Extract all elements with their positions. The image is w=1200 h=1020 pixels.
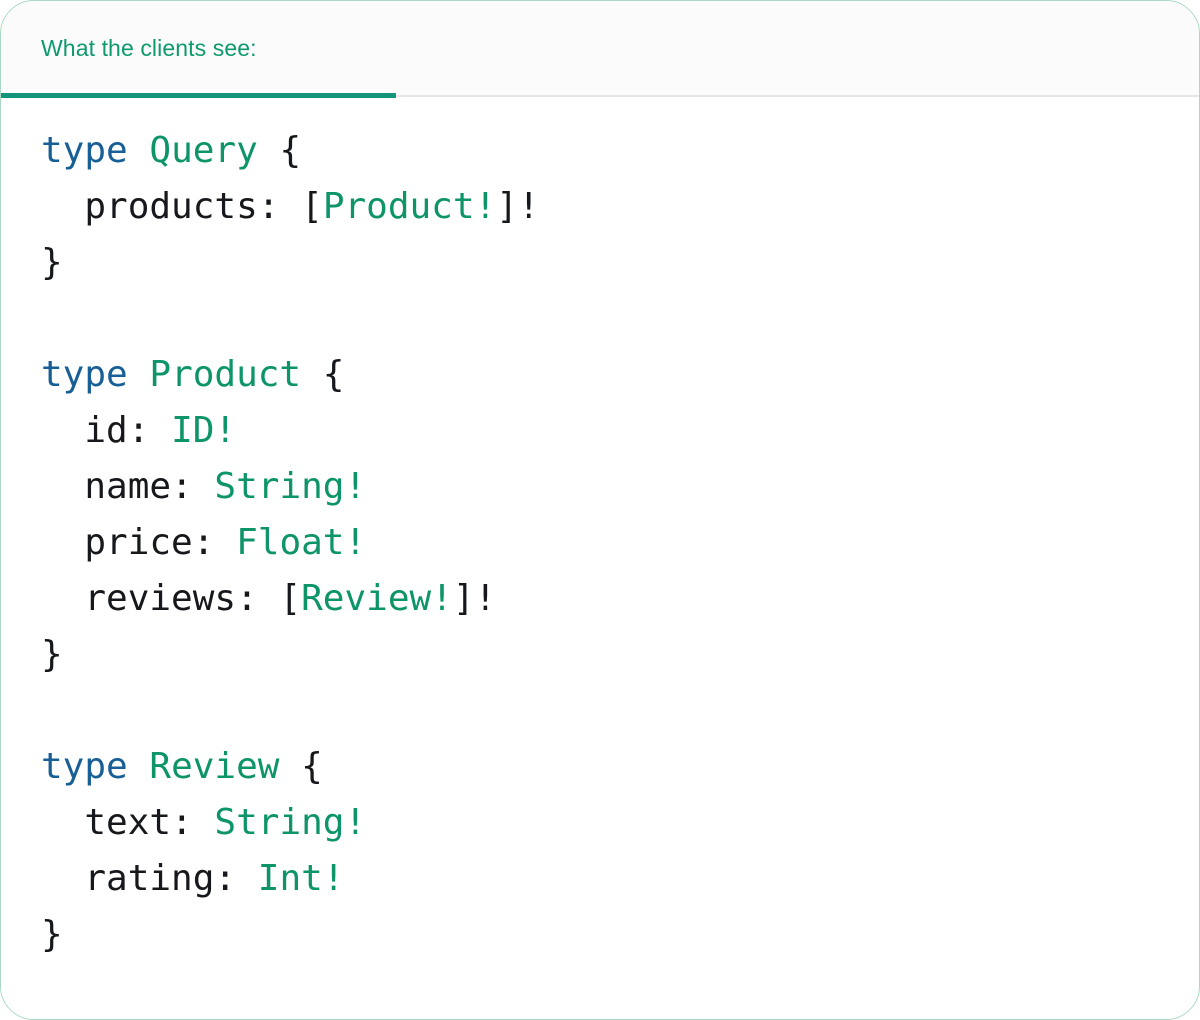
- code-viewer[interactable]: type Query { products: [Product!]! } typ…: [1, 97, 1199, 1019]
- code-token-pun: [214, 522, 236, 563]
- code-token-pun: [41, 578, 84, 619]
- code-token-pun: {: [301, 746, 323, 787]
- code-token-pun: [279, 186, 301, 227]
- code-line: price: Float!: [41, 515, 1159, 571]
- code-token-pun: [128, 354, 150, 395]
- code-line: [41, 291, 1159, 347]
- code-token-pun: [41, 802, 84, 843]
- code-token-pun: ]!: [452, 578, 497, 619]
- code-line: id: ID!: [41, 403, 1159, 459]
- code-token-pun: [193, 802, 215, 843]
- code-line: type Review {: [41, 739, 1159, 795]
- code-token-pun: [41, 858, 84, 899]
- code-line: rating: Int!: [41, 851, 1159, 907]
- code-line: }: [41, 907, 1159, 963]
- code-token-pun: [: [279, 578, 302, 619]
- code-line: name: String!: [41, 459, 1159, 515]
- code-line: }: [41, 235, 1159, 291]
- code-token-fld: products:: [84, 186, 280, 227]
- code-line: text: String!: [41, 795, 1159, 851]
- code-token-type: ID!: [171, 410, 237, 451]
- graphql-schema-code: type Query { products: [Product!]! } typ…: [41, 123, 1159, 963]
- code-token-type: Review!: [301, 578, 453, 619]
- code-token-pun: [128, 746, 150, 787]
- code-token-kw: type: [41, 354, 128, 395]
- code-token-type: String!: [214, 466, 367, 507]
- code-token-pun: [41, 186, 84, 227]
- code-token-pun: [41, 522, 84, 563]
- code-token-pun: ]!: [496, 186, 540, 227]
- code-token-type: Product: [149, 354, 302, 395]
- code-token-fld: reviews:: [84, 578, 258, 619]
- code-token-fld: rating:: [84, 858, 237, 899]
- code-token-type: Float!: [236, 522, 367, 563]
- code-token-pun: [301, 354, 323, 395]
- tab-what-the-clients-see[interactable]: What the clients see:: [1, 1, 396, 98]
- code-token-fld: text:: [84, 802, 193, 843]
- code-token-pun: }: [41, 914, 63, 955]
- code-line: products: [Product!]!: [41, 179, 1159, 235]
- code-token-kw: type: [41, 130, 128, 171]
- tab-active-underline: [1, 93, 396, 98]
- tab-label: What the clients see:: [41, 34, 257, 61]
- code-token-fld: id:: [84, 410, 150, 451]
- code-token-pun: [149, 410, 171, 451]
- code-line: type Query {: [41, 123, 1159, 179]
- code-token-pun: [193, 466, 215, 507]
- code-token-type: Int!: [257, 858, 345, 899]
- code-token-type: String!: [214, 802, 367, 843]
- code-token-pun: [236, 858, 258, 899]
- code-token-pun: [258, 130, 280, 171]
- code-token-pun: [128, 130, 150, 171]
- tab-bar: What the clients see:: [1, 1, 1199, 98]
- code-token-kw: type: [41, 746, 128, 787]
- code-token-type: Review: [149, 746, 280, 787]
- code-token-pun: [: [301, 186, 323, 227]
- code-token-pun: [279, 746, 301, 787]
- code-token-pun: [258, 578, 280, 619]
- code-token-pun: }: [41, 242, 63, 283]
- code-token-pun: {: [279, 130, 302, 171]
- code-token-pun: [41, 410, 84, 451]
- code-line: [41, 683, 1159, 739]
- code-line: }: [41, 627, 1159, 683]
- code-token-pun: }: [41, 634, 63, 675]
- code-token-type: Product!: [322, 186, 497, 227]
- code-token-fld: name:: [84, 466, 193, 507]
- code-token-type: Query: [149, 130, 258, 171]
- code-line: type Product {: [41, 347, 1159, 403]
- code-line: reviews: [Review!]!: [41, 571, 1159, 627]
- code-token-fld: price:: [84, 522, 215, 563]
- code-token-pun: {: [322, 354, 345, 395]
- code-token-pun: [41, 466, 84, 507]
